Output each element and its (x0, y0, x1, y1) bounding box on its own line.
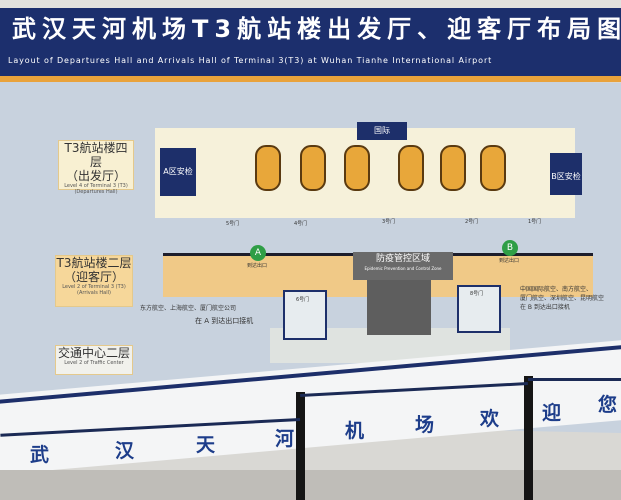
level-2-label: T3航站楼二层 （迎客厅） Level 2 of Terminal 3 (T3)… (55, 255, 133, 307)
epidemic-zone: 防疫管控区域 Epidemic Prevention and Control Z… (353, 252, 453, 280)
international-sign: 国际 (357, 122, 407, 140)
note-b-line: 在 B 到达出口接机 (520, 304, 570, 311)
level-en-sub: (Arrivals Hall) (77, 290, 111, 296)
gate-label: 8号门 (470, 291, 484, 297)
note-a-line: 在 A 到达出口接机 (195, 317, 254, 325)
exit-a-label: 到达出口 (247, 263, 268, 269)
gate-label: 6号门 (296, 297, 310, 303)
level-cn: 交通中心二层 (57, 346, 130, 360)
level-en: Level 2 of Terminal 3 (T3) (62, 284, 126, 290)
exit-a-icon: A (250, 245, 266, 261)
level-cn: T3航站楼二层 (56, 256, 132, 270)
floor (0, 470, 621, 500)
gate-label: 1号门 (528, 219, 542, 225)
gate-label: 3号门 (382, 219, 396, 225)
security-b: B区安检 (550, 153, 582, 195)
checkin-island (440, 145, 466, 191)
welcome-char: 武 (30, 444, 50, 466)
level-en: Level 2 of Traffic Center (64, 360, 124, 366)
welcome-char: 汉 (115, 440, 135, 462)
welcome-char: 您 (598, 394, 618, 416)
exit-b-icon: B (502, 240, 518, 256)
note-b-line: 中国国际航空、南方航空、 (520, 286, 593, 293)
level-4-label: T3航站楼四层 （出发厅） Level 4 of Terminal 3 (T3)… (58, 140, 134, 195)
welcome-char: 场 (415, 414, 435, 436)
gate-label: 2号门 (465, 219, 479, 225)
note-a-line: 东方航空、上海航空、厦门航空公司 (140, 305, 237, 312)
arrival-gate-box (283, 290, 327, 340)
welcome-char: 机 (345, 420, 365, 442)
checkin-island (255, 145, 281, 191)
level-en-sub: (Departures Hall) (74, 189, 118, 195)
arrival-gate-box (457, 285, 501, 333)
level-cn-sub: （出发厅） (65, 169, 126, 183)
epidemic-zone-body (367, 280, 431, 335)
title-en: Layout of Departures Hall and Arrivals H… (8, 56, 493, 65)
gate-label: 4号门 (294, 221, 308, 227)
welcome-char: 迎 (542, 402, 562, 424)
checkin-island (344, 145, 370, 191)
stanchion-post (296, 392, 305, 500)
title-banner (0, 8, 621, 76)
title-cn: 武汉天河机场T3航站楼出发厅、迎客厅布局图 (12, 15, 621, 43)
stanchion-post (524, 376, 533, 500)
level-en: Level 4 of Terminal 3 (T3) (64, 183, 128, 189)
level-cn-sub: （迎客厅） (63, 270, 124, 284)
welcome-char: 天 (196, 434, 216, 456)
banner-stripe (0, 76, 621, 82)
checkin-island (480, 145, 506, 191)
level-cn: T3航站楼四层 (64, 141, 128, 169)
security-a: A区安检 (160, 148, 196, 196)
zone-en: Epidemic Prevention and Control Zone (364, 266, 442, 271)
gate-label: 5号门 (226, 221, 240, 227)
welcome-char: 河 (275, 428, 295, 450)
note-b-line: 厦门航空、深圳航空、昆明航空 (520, 295, 605, 302)
welcome-char: 欢 (480, 408, 500, 430)
traffic-center-label: 交通中心二层 Level 2 of Traffic Center (55, 345, 133, 375)
stanchion-belt (528, 378, 621, 381)
checkin-island (398, 145, 424, 191)
exit-b-label: 到达出口 (499, 258, 520, 264)
checkin-island (300, 145, 326, 191)
zone-cn: 防疫管控区域 (375, 254, 430, 264)
